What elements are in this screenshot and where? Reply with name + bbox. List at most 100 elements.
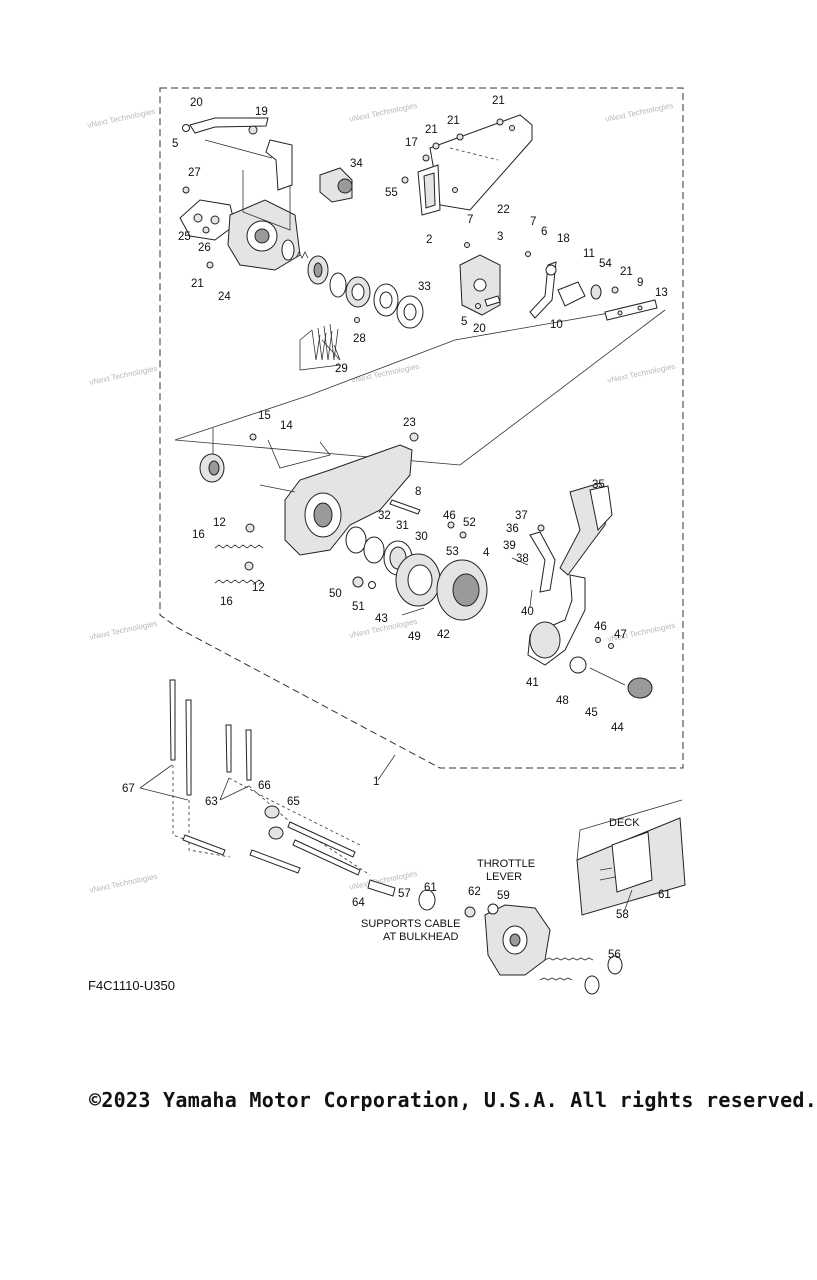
washer-5: [182, 124, 190, 132]
copyright-notice: ©2023 Yamaha Motor Corporation, U.S.A. A…: [89, 1088, 817, 1112]
cable-end-67: [169, 679, 176, 761]
cable-connector: [249, 849, 301, 874]
bolt-46: [595, 637, 601, 643]
divider-line: [174, 304, 656, 441]
watermark: vNext Technologies: [89, 364, 159, 387]
washer-51: [368, 581, 376, 589]
part-label-10: 10: [550, 319, 563, 331]
hub-41: [529, 621, 561, 659]
part-label-22: 22: [497, 204, 510, 216]
guide-line: [228, 777, 361, 846]
part-label-31: 31: [396, 520, 409, 532]
ring: [329, 272, 347, 298]
part-label-67: 67: [122, 783, 135, 795]
screw-56: [544, 957, 594, 961]
upper-right-group: [401, 114, 658, 321]
bolt-21: [611, 286, 619, 294]
part-label-40: 40: [521, 606, 534, 618]
part-label-61: 61: [658, 889, 671, 901]
bolt-21: [496, 118, 504, 126]
screw-7: [525, 251, 531, 257]
spring-38: [511, 557, 529, 566]
part-label-1: 1: [373, 776, 379, 788]
cable-rod: [292, 839, 361, 876]
part-label-6: 6: [541, 226, 547, 238]
bolt-55: [401, 176, 409, 184]
part-label-24: 24: [218, 291, 231, 303]
bushing-inner: [313, 262, 323, 278]
part-label-19: 19: [255, 106, 268, 118]
end-64: [367, 879, 396, 897]
part-label-7: 7: [467, 214, 473, 226]
part-label-37: 37: [515, 510, 528, 522]
part-label-33: 33: [418, 281, 431, 293]
bolt-19: [248, 125, 258, 135]
part-label-26: 26: [198, 242, 211, 254]
bracket-19: [265, 139, 293, 191]
watermark: vNext Technologies: [89, 872, 159, 895]
guide-line: [188, 800, 231, 858]
hole: [452, 187, 458, 193]
housing-bore-inner: [313, 502, 333, 528]
ball-12: [245, 523, 255, 533]
part-label-61: 61: [424, 882, 437, 894]
ring-31: [363, 536, 385, 564]
bolt-21: [432, 142, 440, 150]
assembly-boundary: [159, 87, 684, 769]
part-label-27: 27: [188, 167, 201, 179]
spring-16: [214, 579, 264, 584]
guide-line: [299, 329, 341, 371]
spring: [295, 251, 309, 259]
watermark: vNext Technologies: [607, 362, 677, 385]
nut-23: [409, 432, 419, 442]
part-label-16: 16: [220, 596, 233, 608]
part-label-21: 21: [620, 266, 633, 278]
nut-62: [464, 906, 476, 918]
exploded-parts-diagram: vNext Technologies vNext Technologies vN…: [87, 87, 686, 995]
part-label-21: 21: [492, 95, 505, 107]
ring-32: [345, 526, 367, 554]
gear-43-inner: [407, 564, 433, 596]
cable-end-63: [245, 729, 252, 781]
detent-14-inner: [208, 460, 220, 476]
part-label-42: 42: [437, 629, 450, 641]
part-label-5: 5: [461, 316, 467, 328]
part-label-58: 58: [616, 909, 629, 921]
figure-code: F4C1110-U350: [88, 978, 175, 993]
hole: [509, 125, 515, 131]
part-label-43: 43: [375, 613, 388, 625]
part-label-16: 16: [192, 529, 205, 541]
part-label-41: 41: [526, 677, 539, 689]
lever-18: [529, 261, 557, 319]
deck-inset: [576, 799, 686, 916]
gear-34-hub: [337, 178, 353, 194]
part-label-18: 18: [557, 233, 570, 245]
part-label-45: 45: [585, 707, 598, 719]
throttle-lever-label: THROTTLE: [477, 858, 535, 870]
guide-line: [242, 170, 291, 231]
hole: [617, 310, 623, 316]
part-label-23: 23: [403, 417, 416, 429]
watermark: vNext Technologies: [349, 101, 419, 124]
lever-housing-bore-inner: [509, 933, 521, 947]
bolt-21: [206, 261, 214, 269]
throttle-lever-label: LEVER: [486, 871, 522, 883]
part-label-62: 62: [468, 886, 481, 898]
part-label-34: 34: [350, 158, 363, 170]
deck-edge: [599, 867, 616, 881]
divider-line: [174, 309, 666, 466]
watermark: vNext Technologies: [87, 107, 157, 130]
part-label-52: 52: [463, 517, 476, 529]
part-label-21: 21: [447, 115, 460, 127]
pin-8: [389, 499, 421, 515]
wire-14: [267, 439, 331, 469]
part-label-39: 39: [503, 540, 516, 552]
part-label-36: 36: [506, 523, 519, 535]
screw-36: [537, 524, 545, 532]
washer-5: [475, 303, 481, 309]
cables-group: [169, 679, 436, 911]
screw-56-head: [584, 975, 600, 995]
shaft-45: [589, 667, 626, 686]
part-label-56: 56: [608, 949, 621, 961]
annotation-labels: DECK THROTTLE LEVER SUPPORTS CABLE AT BU…: [88, 817, 640, 993]
